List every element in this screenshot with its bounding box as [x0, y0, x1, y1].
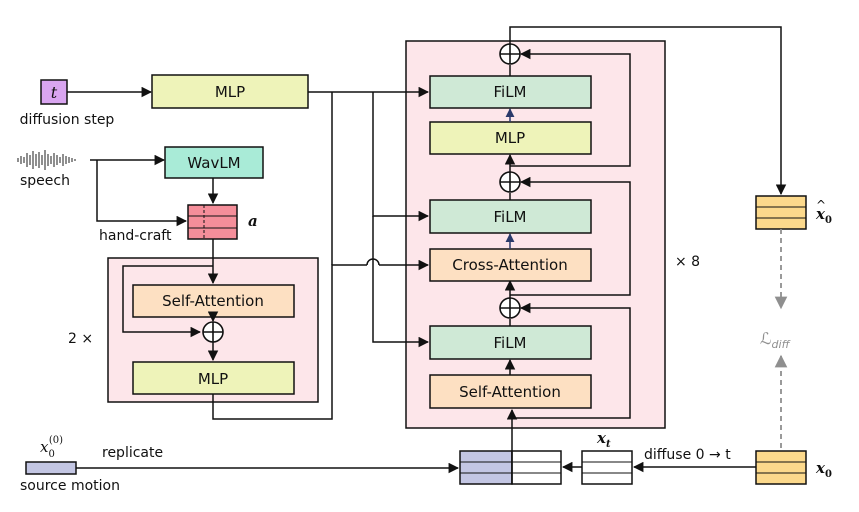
source-motion-box — [25, 461, 77, 475]
x-0-stack — [755, 450, 807, 485]
x-t-stack — [581, 450, 633, 485]
film-2-label: FiLM — [493, 208, 526, 226]
right-repeat-label: × 8 — [675, 254, 700, 270]
mlp-left-label: MLP — [198, 370, 228, 388]
film-1-box — [429, 75, 592, 109]
cross-attention-box — [429, 248, 592, 282]
combined-input-stack — [459, 450, 562, 485]
wavlm-label: WavLM — [187, 154, 240, 172]
x-t-label: xt — [596, 429, 611, 450]
t-symbol: t — [51, 83, 58, 102]
mlp-mid-label: MLP — [495, 129, 525, 147]
add-icon-2 — [499, 171, 521, 193]
speech-waveform-icon — [17, 150, 76, 170]
x-hat-0-label: x0 — [815, 205, 832, 226]
diffusion-step-label: diffusion step — [20, 112, 115, 128]
film-2-box — [429, 199, 592, 234]
add-icon-left — [202, 321, 224, 343]
x0-0-label: x0(0) — [40, 435, 63, 460]
loss-label: ℒdiff — [760, 329, 791, 351]
a-symbol: a — [248, 212, 258, 230]
diffuse-label: diffuse 0 → t — [644, 447, 731, 463]
self-attention-right-box — [429, 374, 592, 409]
x-0-label: x0 — [815, 459, 832, 480]
source-motion-label: source motion — [20, 478, 120, 494]
add-icon-3 — [499, 297, 521, 319]
self-attention-left-label: Self-Attention — [162, 292, 264, 310]
cross-attention-label: Cross-Attention — [452, 256, 567, 274]
t-box — [40, 79, 68, 105]
mlp-left-box — [132, 361, 295, 395]
add-icon-1 — [499, 43, 521, 65]
wavlm-box — [164, 146, 264, 179]
mlp-top-label: MLP — [215, 83, 245, 101]
x-hat-0-stack — [755, 195, 807, 230]
replicate-label: replicate — [102, 445, 163, 461]
hand-craft-label: hand-craft — [99, 228, 172, 244]
film-3-label: FiLM — [493, 334, 526, 352]
audio-feature-a-box — [187, 204, 238, 240]
film-1-label: FiLM — [493, 83, 526, 101]
self-attention-right-label: Self-Attention — [459, 383, 561, 401]
left-repeat-label: 2 × — [68, 331, 93, 347]
x-hat-caret-icon: ^ — [816, 198, 826, 212]
speech-label: speech — [20, 173, 70, 189]
film-3-box — [429, 325, 592, 360]
